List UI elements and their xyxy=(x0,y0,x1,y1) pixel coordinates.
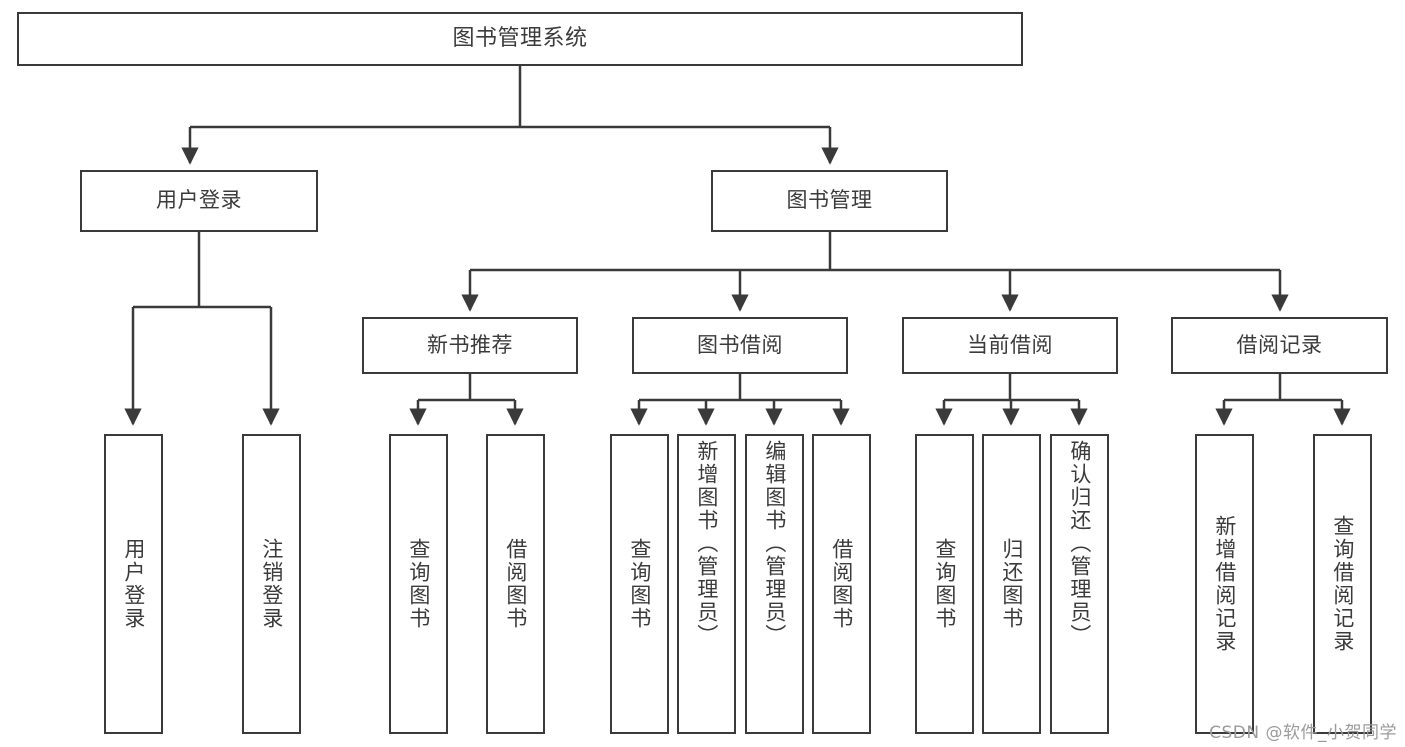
node-label: 图书管理 xyxy=(786,188,873,213)
node-label: 查询图书 xyxy=(406,538,431,630)
node-new-book-recommend[interactable]: 新书推荐 xyxy=(362,317,578,374)
node-book-manage[interactable]: 图书管理 xyxy=(711,170,948,232)
node-leaf-borrow-book-2[interactable]: 借阅图书 xyxy=(812,434,871,734)
node-leaf-add-record[interactable]: 新增借阅记录 xyxy=(1195,434,1254,734)
node-root-book-management-system[interactable]: 图书管理系统 xyxy=(17,12,1023,66)
node-label: 新增借阅记录 xyxy=(1212,515,1237,653)
node-label: 查询图书 xyxy=(627,538,652,630)
node-label: 注销登录 xyxy=(259,538,284,630)
node-label: 新增图书（管理员） xyxy=(694,440,719,647)
node-label: 借阅图书 xyxy=(503,538,528,630)
node-leaf-user-login[interactable]: 用户登录 xyxy=(104,434,163,734)
node-leaf-logout-login[interactable]: 注销登录 xyxy=(242,434,301,734)
node-current-borrow[interactable]: 当前借阅 xyxy=(902,317,1118,374)
node-label: 借阅记录 xyxy=(1236,332,1323,357)
node-leaf-borrow-book-1[interactable]: 借阅图书 xyxy=(486,434,545,734)
node-leaf-query-record[interactable]: 查询借阅记录 xyxy=(1313,434,1372,734)
csdn-watermark: CSDN @软件_小贺同学 xyxy=(1209,723,1397,743)
node-book-borrow[interactable]: 图书借阅 xyxy=(632,317,848,374)
node-leaf-edit-book[interactable]: 编辑图书（管理员） xyxy=(745,434,804,734)
node-label: 图书管理系统 xyxy=(452,25,588,51)
node-label: 新书推荐 xyxy=(427,332,513,357)
node-label: 用户登录 xyxy=(156,188,242,213)
node-label: 借阅图书 xyxy=(829,538,854,630)
node-leaf-query-book-2[interactable]: 查询图书 xyxy=(610,434,669,734)
node-leaf-query-book-1[interactable]: 查询图书 xyxy=(389,434,448,734)
node-leaf-return-book[interactable]: 归还图书 xyxy=(982,434,1041,734)
node-label: 用户登录 xyxy=(121,538,146,630)
node-label: 确认归还（管理员） xyxy=(1067,440,1092,647)
node-borrow-record[interactable]: 借阅记录 xyxy=(1171,317,1388,374)
node-label: 图书借阅 xyxy=(697,332,783,357)
node-label: 当前借阅 xyxy=(967,332,1053,357)
node-user-login[interactable]: 用户登录 xyxy=(80,170,318,232)
node-leaf-confirm-return[interactable]: 确认归还（管理员） xyxy=(1050,434,1109,734)
node-leaf-query-book-3[interactable]: 查询图书 xyxy=(915,434,974,734)
node-label: 查询图书 xyxy=(932,538,957,630)
node-label: 归还图书 xyxy=(999,538,1024,630)
node-label: 查询借阅记录 xyxy=(1330,515,1355,653)
node-label: 编辑图书（管理员） xyxy=(762,440,787,647)
node-leaf-add-book[interactable]: 新增图书（管理员） xyxy=(677,434,736,734)
